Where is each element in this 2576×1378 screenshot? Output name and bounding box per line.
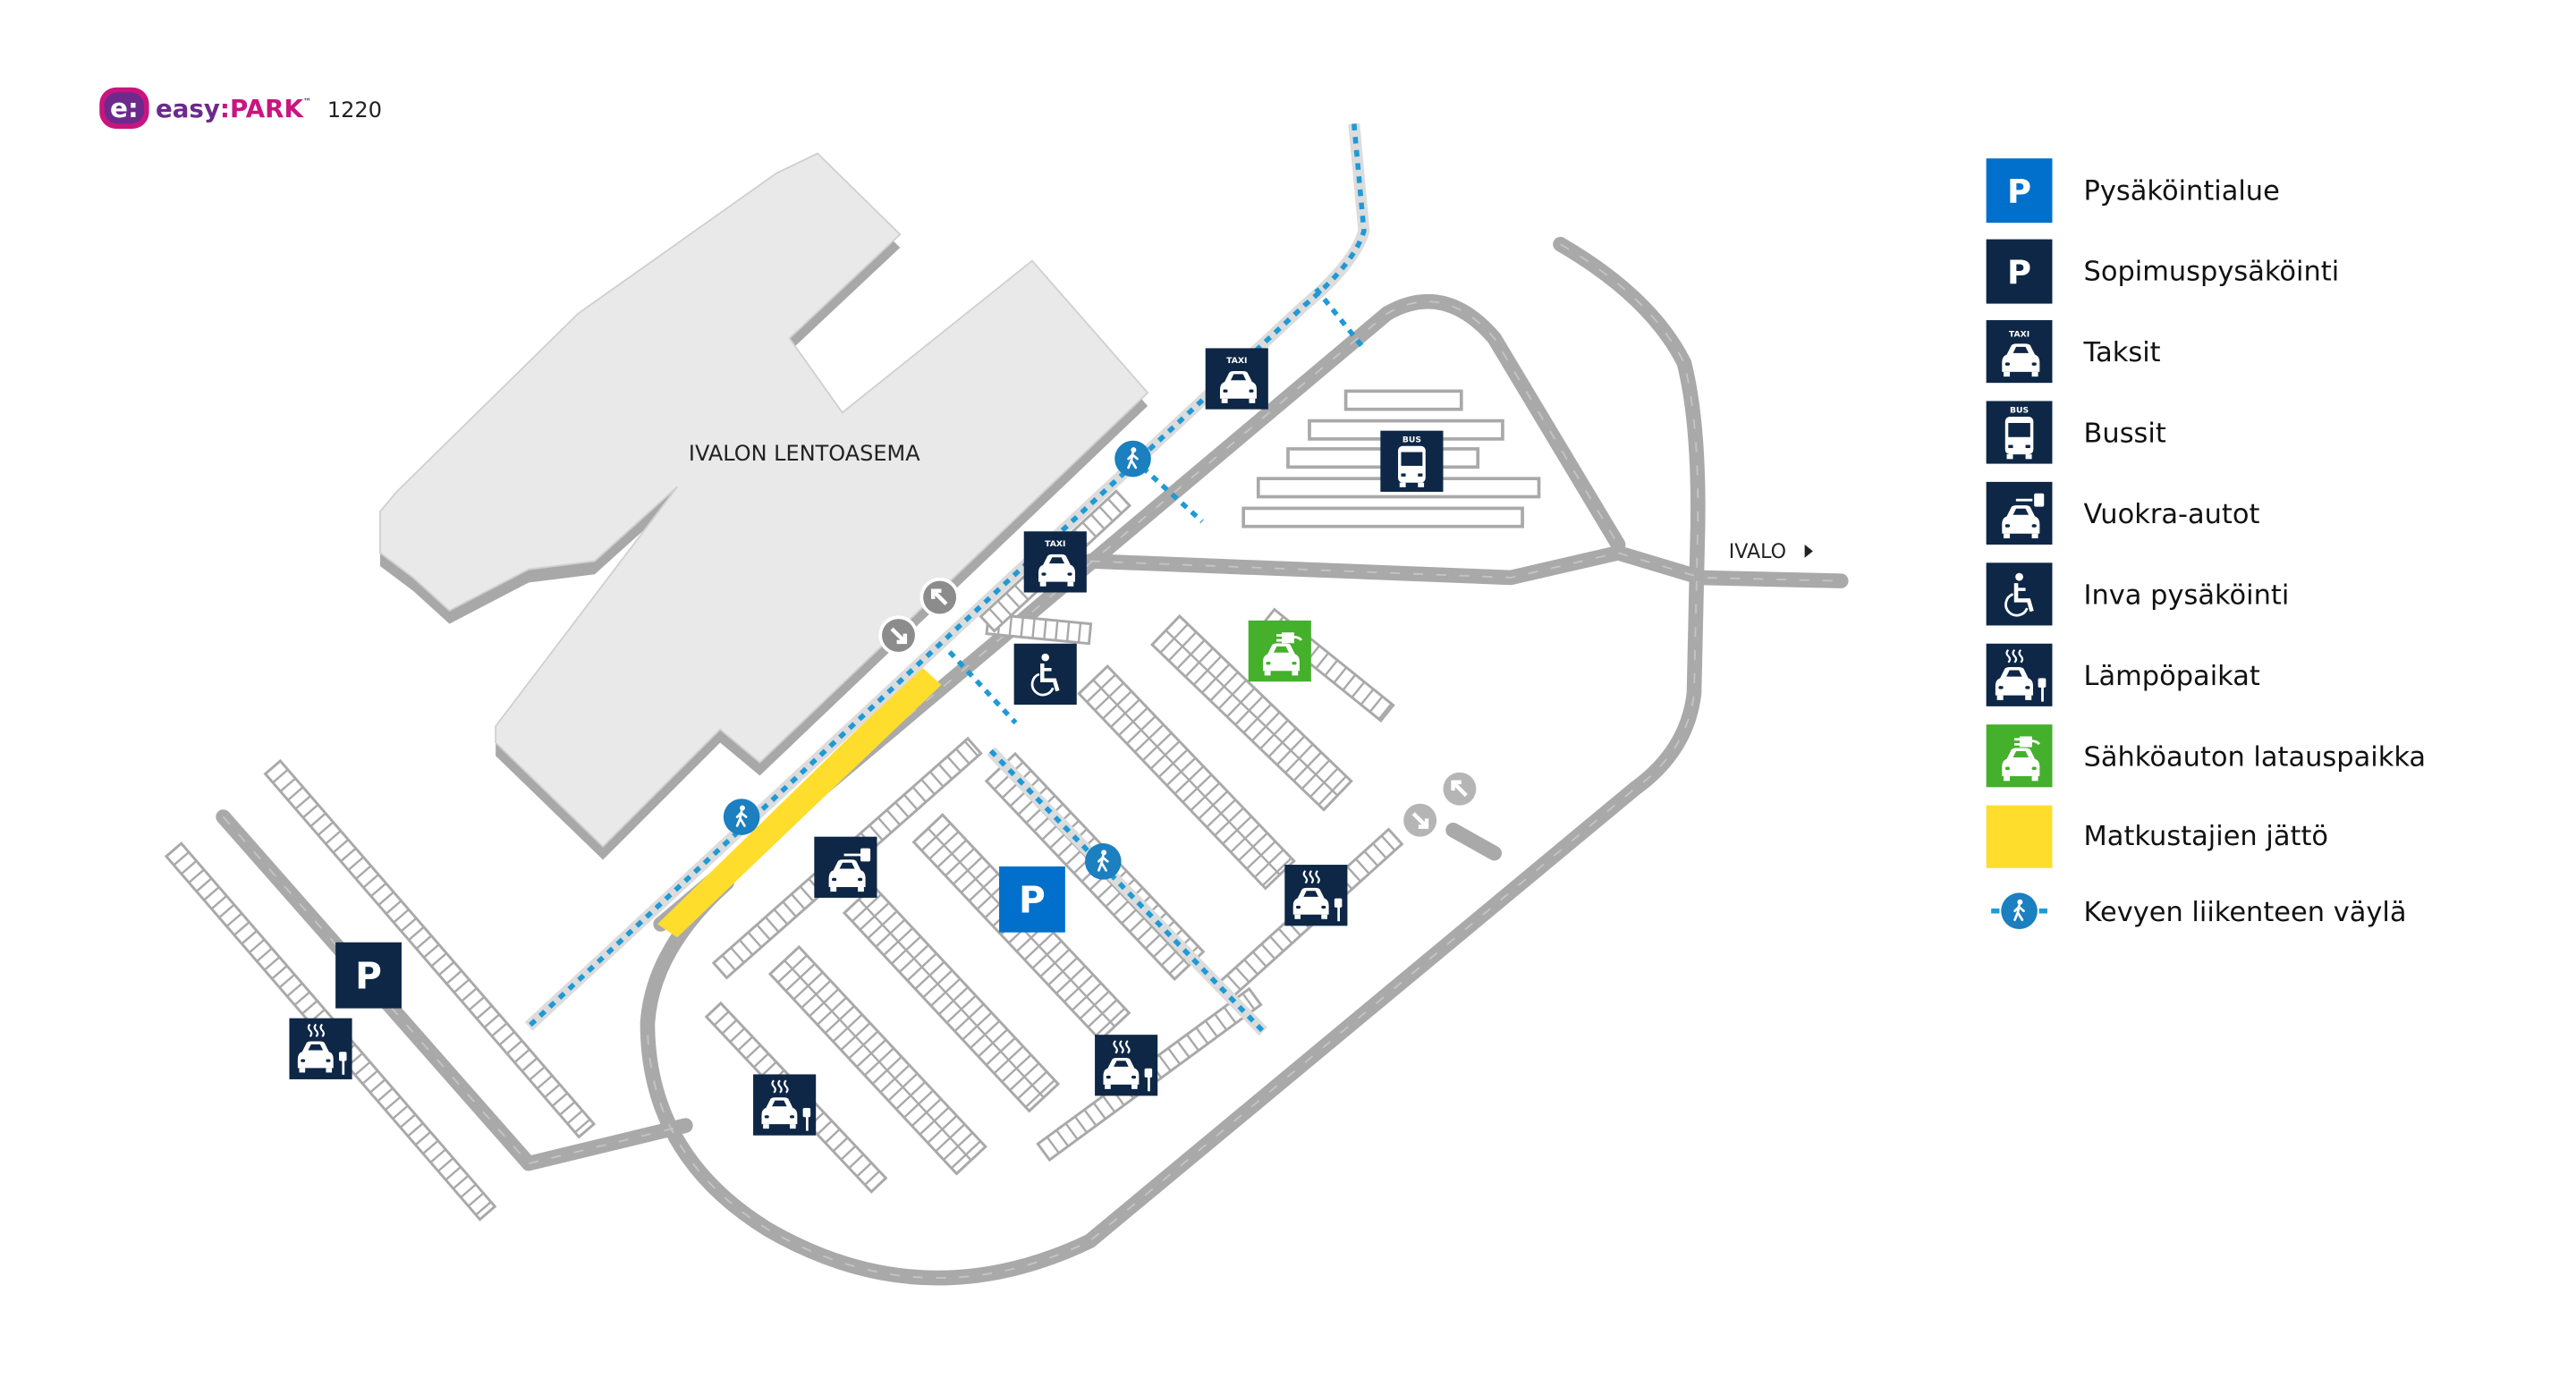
terminal-label: IVALON LENTOASEMA — [689, 441, 920, 466]
heated-parking-icon — [1095, 1035, 1158, 1096]
legend-item-bus: BUS Bussit — [1986, 401, 2166, 464]
svg-text:TAXI: TAXI — [1226, 356, 1247, 366]
parking-stall-lines — [851, 893, 1055, 1109]
svg-text:P: P — [2007, 253, 2031, 292]
legend-item-ev-charging: Sähköauton latauspaikka — [1986, 724, 2427, 788]
roads — [216, 236, 1849, 1286]
svg-text:TAXI: TAXI — [1045, 539, 1065, 549]
direction-arrow-icon — [1804, 545, 1813, 558]
terminal-building: IVALON LENTOASEMA — [379, 152, 1149, 860]
legend-item-taxi: TAXI Taksit — [1986, 320, 2161, 384]
parking-row — [1077, 664, 1296, 891]
contract-parking-icon[interactable]: P — [335, 942, 402, 1009]
legend-item-drop-off: Matkustajien jättö — [1986, 805, 2328, 868]
walkways — [524, 123, 1370, 1036]
accessible-parking-icon — [1013, 643, 1077, 706]
exit-arrow-icon — [1400, 800, 1440, 841]
pedestrian-icon — [1114, 440, 1151, 478]
exit-arrow-icon — [878, 615, 919, 655]
svg-text:Inva pysäköinti: Inva pysäköinti — [2084, 579, 2290, 611]
heated-parking-icon — [1284, 865, 1348, 926]
drop-off-zone — [657, 666, 942, 938]
svg-text:Vuokra-autot: Vuokra-autot — [2084, 499, 2260, 530]
direction-label-ivalo: IVALO — [1729, 540, 1786, 563]
entry-arrow-icon — [1439, 769, 1480, 809]
logo-wordmark: easy:PARK™ — [156, 94, 311, 123]
svg-text:Matkustajien jättö: Matkustajien jättö — [2084, 821, 2328, 852]
svg-text:P: P — [355, 954, 382, 997]
easypark-logo: e: easy:PARK™ — [99, 87, 311, 129]
svg-text:Sopimuspysäköinti: Sopimuspysäköinti — [2084, 257, 2340, 288]
legend-item-rental-car: Vuokra-autot — [1986, 481, 2260, 545]
svg-text:P: P — [2007, 173, 2031, 211]
taxi-icon: TAXI — [1023, 531, 1087, 593]
legend-item-walkway: Kevyen liikenteen väylä — [1991, 892, 2407, 930]
svg-text:Sähköauton latauspaikka: Sähköauton latauspaikka — [2084, 741, 2427, 773]
svg-text:Lämpöpaikat: Lämpöpaikat — [2084, 661, 2260, 692]
pedestrian-icon — [723, 799, 760, 835]
legend-item-heated: Lämpöpaikat — [1986, 643, 2260, 706]
drop-off-swatch — [1986, 805, 2053, 868]
svg-text:TAXI: TAXI — [2009, 329, 2029, 339]
legend-item-contract-parking: P Sopimuspysäköinti — [1986, 239, 2340, 304]
parking-stall-lines — [1159, 623, 1347, 806]
parking-row — [1149, 613, 1353, 812]
svg-text:BUS: BUS — [1402, 435, 1421, 445]
public-parking-icon[interactable]: P — [999, 866, 1065, 933]
public-parking-icon — [1986, 158, 2053, 224]
entry-arrow-icon — [919, 577, 960, 618]
parking-stall-lines — [1086, 673, 1292, 887]
parking-row — [842, 883, 1061, 1113]
pedestrian-icon — [1085, 843, 1122, 880]
svg-text:P: P — [1019, 879, 1046, 922]
heated-parking-icon — [753, 1074, 817, 1136]
parking-stall-lines — [776, 954, 981, 1170]
zone-code: 1220 — [327, 97, 382, 123]
svg-text:Taksit: Taksit — [2083, 337, 2161, 368]
svg-text:Bussit: Bussit — [2084, 418, 2166, 450]
legend-item-accessible: Inva pysäköinti — [1986, 562, 2290, 626]
parking-row — [263, 758, 597, 1139]
taxi-icon: TAXI — [1205, 348, 1268, 410]
bus-icon: BUS — [1380, 430, 1444, 492]
contract-parking-icon — [1986, 239, 2053, 304]
legend-item-public-parking: P Pysäköintialue — [1986, 158, 2280, 224]
parking-stall-lines — [272, 768, 591, 1134]
rental-car-icon — [814, 836, 877, 898]
svg-text:Pysäköintialue: Pysäköintialue — [2084, 175, 2280, 207]
parking-row-outline — [263, 758, 597, 1139]
logo-mark: e: — [110, 93, 139, 123]
entry-exit-arrows — [878, 577, 1480, 841]
svg-text:BUS: BUS — [2010, 405, 2029, 415]
parking-row — [767, 944, 987, 1176]
ev-charging-icon — [1248, 620, 1311, 682]
heated-parking-icon — [289, 1018, 352, 1079]
svg-text:Kevyen liikenteen väylä: Kevyen liikenteen väylä — [2084, 897, 2407, 928]
